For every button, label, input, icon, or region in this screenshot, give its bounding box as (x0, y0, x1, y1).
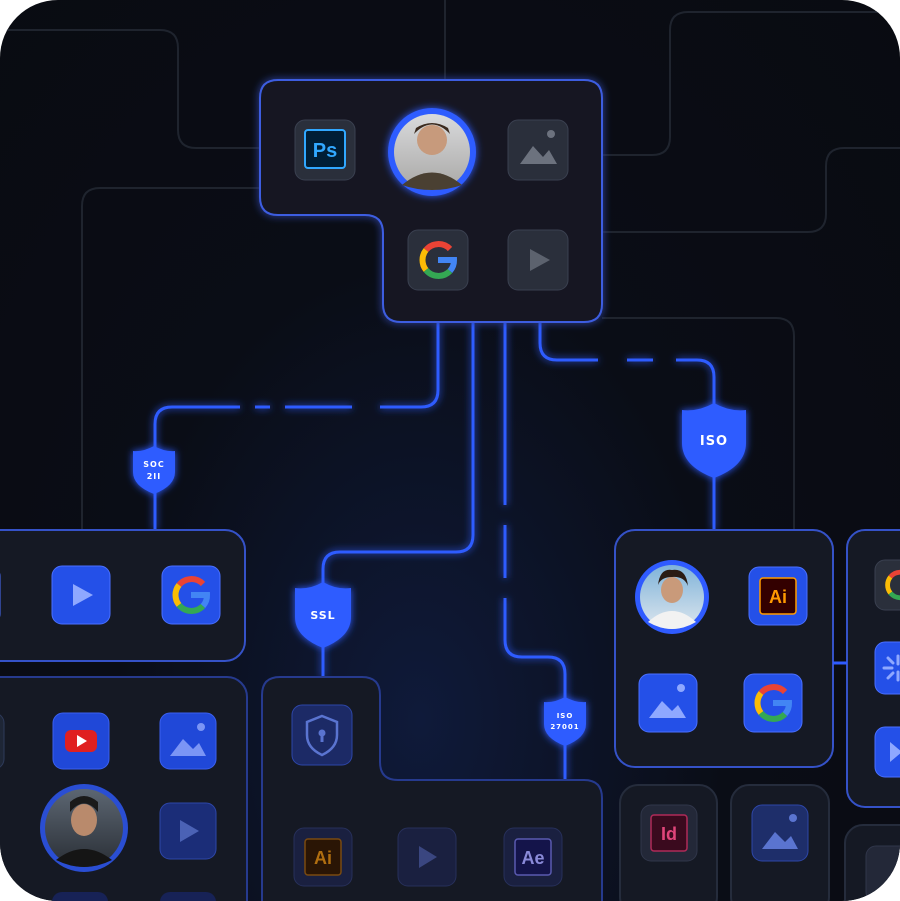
avatar-boy[interactable] (635, 560, 709, 634)
play-icon (73, 584, 93, 606)
illustrator-icon: Ai (769, 587, 787, 607)
google-tile-left[interactable] (161, 565, 221, 625)
avatar-main[interactable] (388, 108, 476, 196)
partial-tile (865, 845, 900, 901)
indesign-icon: Id (661, 824, 677, 844)
play-icon (530, 249, 550, 271)
after-effects-icon: Ae (521, 848, 544, 868)
play-icon (180, 820, 199, 842)
svg-text:27001: 27001 (550, 723, 579, 731)
svg-text:2II: 2II (147, 472, 162, 481)
ssl-badge[interactable]: SSL (295, 582, 351, 648)
loader-tile[interactable] (874, 641, 900, 695)
spinner-icon (882, 654, 900, 682)
image-icon (520, 146, 557, 164)
google-tile-right[interactable] (743, 673, 803, 733)
indesign-tile[interactable]: Id (640, 804, 698, 862)
photoshop-icon: Ps (313, 140, 337, 162)
image-tile-top[interactable] (507, 119, 569, 181)
youtube-tile[interactable] (52, 712, 110, 770)
soc2-badge[interactable]: SOC 2II (133, 446, 175, 494)
google-icon (419, 241, 457, 279)
illustrator-tile-dim[interactable]: Ai (293, 827, 353, 887)
security-tile[interactable] (291, 704, 353, 766)
illustrator-icon: Ai (314, 848, 332, 868)
line-iso27001 (503, 322, 567, 780)
svg-text:SSL: SSL (310, 609, 335, 622)
play-tile-left-bottom[interactable] (159, 802, 217, 860)
image-tile-right[interactable] (638, 673, 698, 733)
play-icon (419, 846, 437, 868)
shield-lock-icon (305, 714, 339, 757)
avatar-woman[interactable] (40, 784, 128, 872)
iso27001-badge[interactable]: ISO 27001 (544, 697, 586, 746)
google-icon (172, 576, 210, 614)
line-soc (380, 322, 440, 409)
line-iso (538, 322, 716, 530)
image-icon (649, 701, 686, 718)
connection-lines (153, 322, 716, 780)
photoshop-tile[interactable]: Ps (294, 119, 356, 181)
background-lines (0, 0, 900, 530)
cards (0, 79, 900, 901)
partial-tile (52, 892, 108, 901)
partial-tile (0, 714, 5, 768)
image-icon (762, 832, 798, 849)
play-tile-middle[interactable] (397, 827, 457, 887)
image-tile-bottom[interactable] (751, 804, 809, 862)
svg-text:ISO: ISO (557, 712, 574, 720)
partial-tile (160, 892, 216, 901)
google-icon (754, 684, 792, 722)
image-tile-left[interactable] (159, 712, 217, 770)
iso-badge[interactable]: ISO (682, 403, 746, 478)
play-tile-top[interactable] (507, 229, 569, 291)
left-card (0, 529, 246, 662)
play-tile-far-right[interactable] (874, 726, 900, 778)
illustrator-tile[interactable]: Ai (748, 566, 808, 626)
after-effects-tile[interactable]: Ae (503, 827, 563, 887)
play-icon (890, 742, 900, 762)
image-icon (170, 739, 206, 756)
line-ssl (321, 322, 475, 677)
google-tile-far-right[interactable] (874, 559, 900, 611)
svg-text:SOC: SOC (143, 460, 164, 469)
left-bottom-card (0, 676, 248, 901)
svg-text:ISO: ISO (700, 434, 728, 449)
google-tile-top[interactable] (407, 229, 469, 291)
play-tile-left[interactable] (51, 565, 111, 625)
